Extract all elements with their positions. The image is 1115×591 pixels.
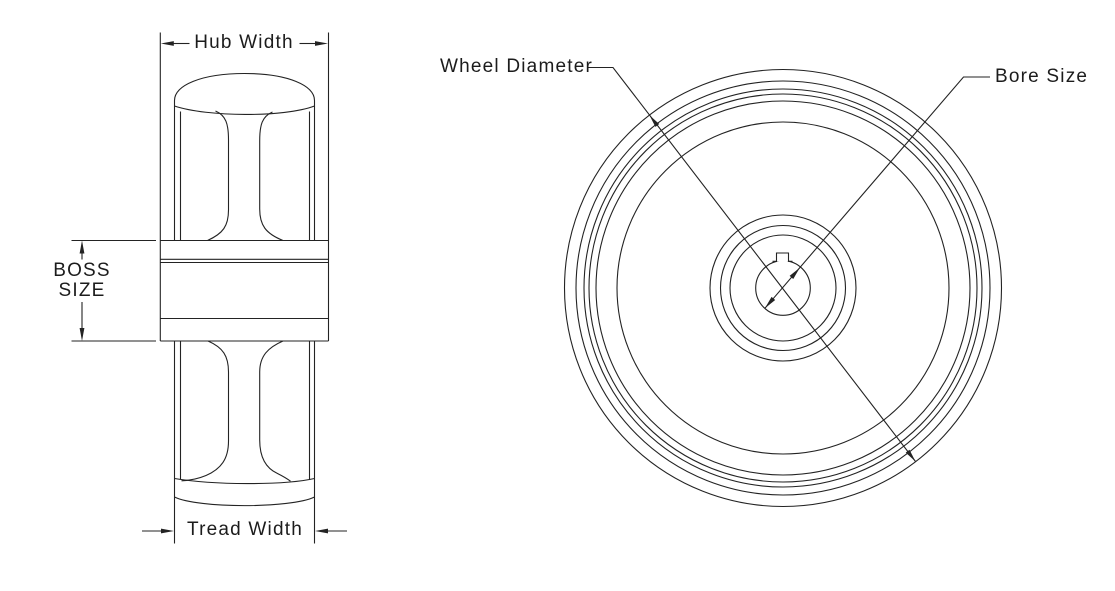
- boss-size-label: BOSS SIZE: [53, 261, 111, 301]
- wheel-diameter-label: Wheel Diameter: [440, 56, 594, 77]
- keyway-notch: [772, 252, 793, 262]
- side-view-line-art: [71, 32, 347, 544]
- boss-size-dimension: [71, 239, 156, 342]
- bore-size-label: Bore Size: [995, 66, 1089, 87]
- boss-size-label-line1: BOSS: [53, 260, 111, 281]
- front-view-line-art: [563, 66, 1003, 508]
- wheel-diameter-leader: [587, 66, 916, 462]
- boss-size-label-line2: SIZE: [58, 280, 106, 301]
- tread-width-label: Tread Width: [187, 519, 303, 540]
- hub-width-label: Hub Width: [194, 32, 294, 53]
- hub-width-dimension: [160, 41, 328, 46]
- bore-size-leader: [764, 76, 990, 309]
- keyway-mask: [777, 251, 789, 262]
- tread-width-dimension: [142, 528, 347, 534]
